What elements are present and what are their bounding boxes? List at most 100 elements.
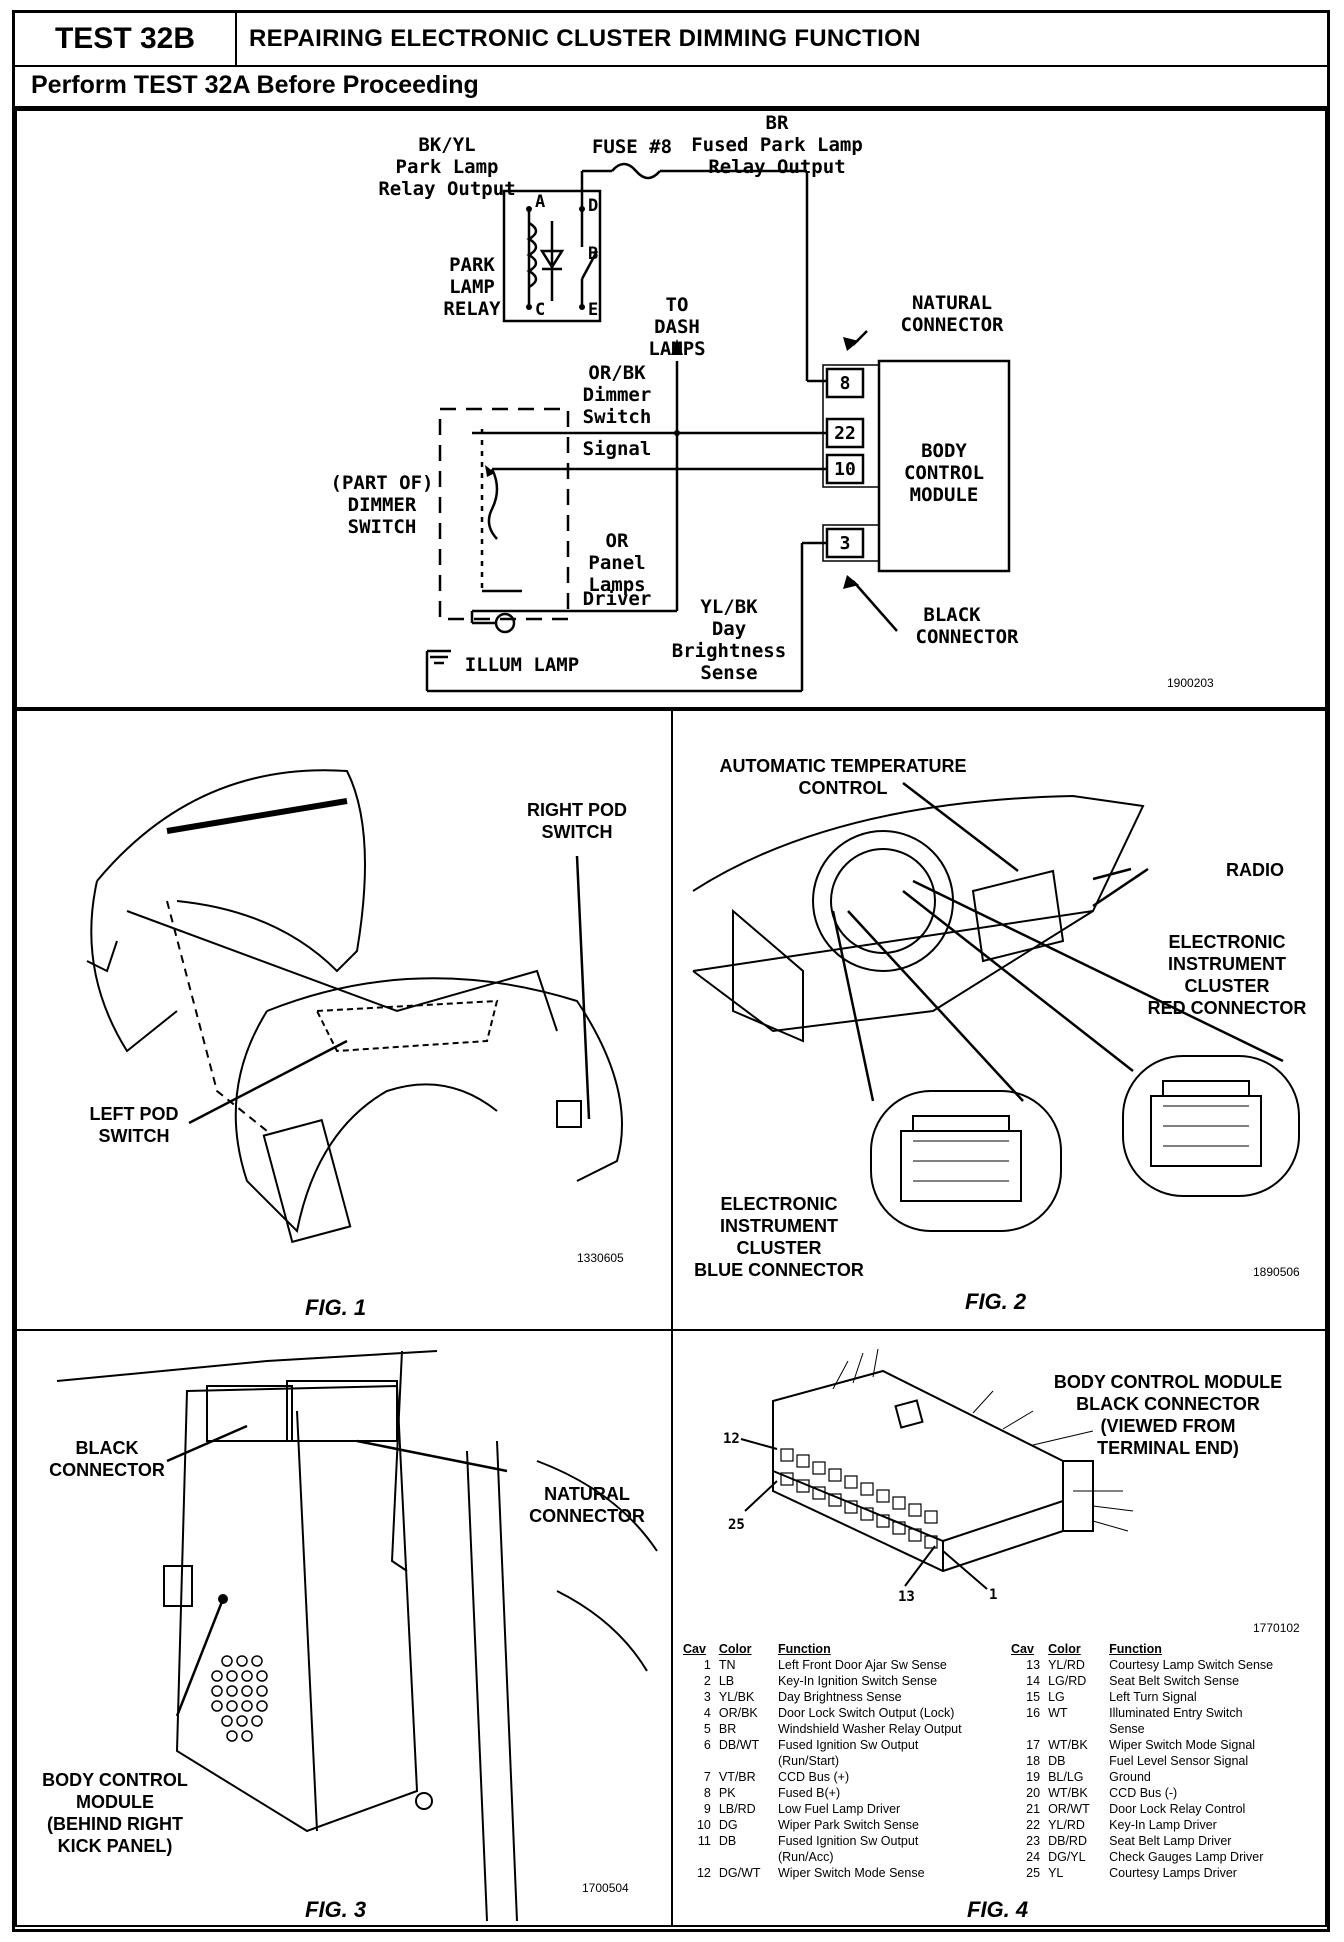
- cell-function: Fused Ignition Sw Output (Run/Acc): [777, 1834, 919, 1864]
- cell-color: WT/BK: [1048, 1786, 1088, 1800]
- vent-holes: [211, 1655, 268, 1742]
- cell-cav: 16: [1026, 1706, 1041, 1720]
- cell-cav: 9: [703, 1802, 711, 1816]
- cell-function: Wiper Switch Mode Signal: [1109, 1738, 1256, 1752]
- natural-label-1: NATURAL: [912, 292, 992, 314]
- cell-function: CCD Bus (-): [1109, 1786, 1178, 1800]
- fig4-pin-25: 25: [728, 1517, 745, 1533]
- cell-color: DB/WT: [718, 1738, 760, 1752]
- bcm-label-1: BODY: [921, 440, 967, 462]
- cell-cav: 4: [703, 1706, 711, 1720]
- cell-function: Check Gauges Lamp Driver: [1109, 1850, 1264, 1864]
- fig2-illustration: [692, 782, 1300, 1232]
- cell-function: Fuel Level Sensor Signal: [1109, 1754, 1249, 1768]
- bcm-label-2: CONTROL: [904, 462, 984, 484]
- cell-color: DB/RD: [1048, 1834, 1087, 1848]
- cell-cav: 3: [703, 1690, 711, 1704]
- bk-yl-desc2: Relay Output: [378, 178, 515, 200]
- cell-color: WT: [1048, 1706, 1068, 1720]
- cell-color: DG/YL: [1048, 1850, 1086, 1864]
- col-function: Function: [777, 1642, 831, 1656]
- relay-label-1: PARK: [449, 254, 495, 276]
- cell-function: Key-In Ignition Switch Sense: [777, 1674, 938, 1688]
- bk-yl-label: BK/YL: [418, 134, 475, 156]
- fig1-code: 1330605: [577, 1251, 624, 1265]
- cell-color: DG/WT: [718, 1866, 761, 1880]
- bcm-location-label: BODY CONTROL MODULE (BEHIND RIGHT KICK P…: [42, 1770, 188, 1856]
- blue-connector-label: ELECTRONIC INSTRUMENT CLUSTER BLUE CONNE…: [694, 1194, 864, 1280]
- cell-cav: 18: [1026, 1754, 1041, 1768]
- cell-function: Seat Belt Switch Sense: [1109, 1674, 1240, 1688]
- cell-cav: 19: [1026, 1770, 1041, 1784]
- test-id: TEST 32B: [15, 13, 237, 65]
- cell-color: TN: [718, 1658, 736, 1672]
- dimmer-label-1: (PART OF): [331, 472, 434, 494]
- table-row: 2 LB Key-In Ignition Switch Sense: [683, 1673, 1013, 1689]
- fig4-panel: 12 25 13 1 BODY CONTROL MODULE BLACK CON…: [671, 1329, 1327, 1927]
- fig4-pin-1: 1: [989, 1587, 997, 1603]
- table-row: 20 WT/BK CCD Bus (-): [1011, 1785, 1325, 1801]
- fig3-caption: FIG. 3: [305, 1897, 367, 1922]
- cell-cav: 1: [703, 1658, 711, 1672]
- schematic-panel: BK/YL Park Lamp Relay Output FUSE #8 BR …: [15, 109, 1327, 709]
- cell-function: Courtesy Lamp Switch Sense: [1109, 1658, 1274, 1672]
- cell-function: Low Fuel Lamp Driver: [777, 1802, 901, 1816]
- or-desc1: Panel: [588, 552, 645, 574]
- fuse-label: FUSE #8: [592, 136, 672, 158]
- col-cav: Cav: [1011, 1642, 1034, 1656]
- page-title: REPAIRING ELECTRONIC CLUSTER DIMMING FUN…: [249, 25, 921, 52]
- cell-cav: 7: [703, 1770, 711, 1784]
- cell-color: YL: [1048, 1866, 1064, 1880]
- cell-function: Courtesy Lamps Driver: [1109, 1866, 1237, 1880]
- relay-label-2: LAMP: [449, 276, 495, 298]
- bcm-connector-drawing: 12 25 13 1: [723, 1348, 1134, 1605]
- cell-function: Seat Belt Lamp Driver: [1109, 1834, 1232, 1848]
- fig1-panel: RIGHT POD SWITCH LEFT POD SWITCH 1330605…: [15, 709, 673, 1331]
- cell-color: LG: [1048, 1690, 1065, 1704]
- cell-color: BL/LG: [1048, 1770, 1084, 1784]
- cell-cav: 20: [1026, 1786, 1041, 1800]
- yl-bk-label: YL/BK: [700, 596, 758, 618]
- cell-cav: 2: [703, 1674, 711, 1688]
- right-pod-switch-label: RIGHT POD SWITCH: [526, 800, 627, 842]
- cell-function: Day Brightness Sense: [777, 1690, 902, 1704]
- cell-color: BR: [718, 1722, 737, 1736]
- or-desc2: Lamps: [588, 574, 645, 596]
- natural-connector-label: NATURAL CONNECTOR: [529, 1484, 645, 1526]
- cell-function: Windshield Washer Relay Output: [777, 1722, 962, 1736]
- yl-bk-desc3: Sense: [700, 662, 757, 684]
- fig4-title: BODY CONTROL MODULE BLACK CONNECTOR (VIE…: [1053, 1372, 1283, 1458]
- cell-color: DB: [718, 1834, 737, 1848]
- yl-bk-desc2: Brightness: [672, 640, 786, 662]
- cell-function: Fused Ignition Sw Output (Run/Start): [777, 1738, 919, 1768]
- to-dash-2: DASH: [654, 316, 700, 338]
- cell-cav: 5: [703, 1722, 711, 1736]
- fig3-panel: BLACK CONNECTOR NATURAL CONNECTOR BODY C…: [15, 1329, 673, 1927]
- cell-function: Door Lock Relay Control: [1109, 1802, 1246, 1816]
- br-desc2: Relay Output: [708, 156, 845, 178]
- table-header: Cav Color Function: [1011, 1641, 1325, 1657]
- or-bk-label: OR/BK: [588, 362, 646, 384]
- pin-10: 10: [834, 459, 856, 480]
- black-label-1: BLACK: [923, 604, 981, 626]
- col-color: Color: [1048, 1642, 1081, 1656]
- cell-color: YL/RD: [1048, 1818, 1085, 1832]
- cell-function: Door Lock Switch Output (Lock): [777, 1706, 955, 1720]
- or-label: OR: [606, 530, 629, 552]
- dimmer-label-3: SWITCH: [348, 516, 417, 538]
- to-dash-1: TO: [666, 294, 689, 316]
- cell-color: LB: [718, 1674, 735, 1688]
- cell-cav: 11: [697, 1834, 711, 1848]
